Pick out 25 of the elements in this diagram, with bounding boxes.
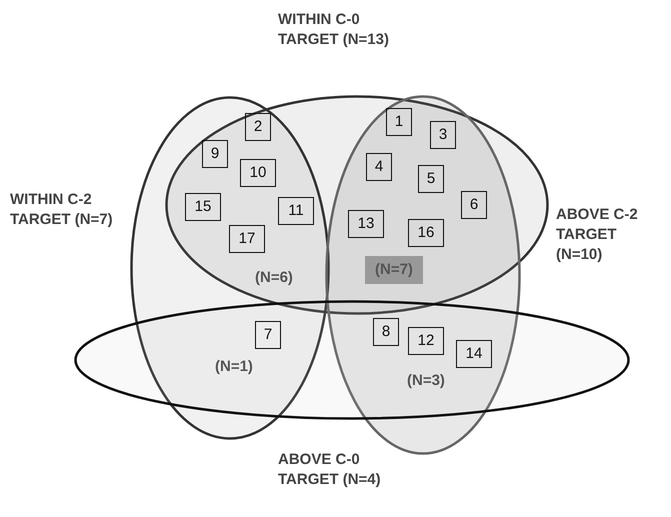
number-box: 2 <box>245 113 271 141</box>
number-box: 15 <box>185 193 221 221</box>
number-box: 4 <box>366 153 392 181</box>
number-box: 6 <box>461 191 487 219</box>
count-label: (N=6) <box>254 268 294 288</box>
set-heading: ABOVE C-0 TARGET (N=4) <box>278 450 382 490</box>
number-box: 9 <box>202 140 228 168</box>
number-box: 5 <box>418 165 444 193</box>
number-box: 7 <box>255 321 281 349</box>
count-label: (N=3) <box>406 371 446 391</box>
count-tag: (N=7) <box>365 256 423 284</box>
number-box: 8 <box>373 318 399 346</box>
set-heading: WITHIN C-0 TARGET (N=13) <box>278 10 390 50</box>
number-box: 17 <box>229 225 265 253</box>
number-box: 16 <box>408 219 444 247</box>
number-box: 3 <box>430 121 456 149</box>
number-box: 12 <box>408 327 444 355</box>
set-heading: ABOVE C-2 TARGET (N=10) <box>556 205 639 265</box>
number-box: 10 <box>240 159 276 187</box>
number-box: 11 <box>278 197 314 225</box>
number-box: 14 <box>456 340 492 368</box>
number-box: 1 <box>386 108 412 136</box>
number-box: 13 <box>348 210 384 238</box>
set-heading: WITHIN C-2 TARGET (N=7) <box>10 190 114 230</box>
count-label: (N=1) <box>214 357 254 377</box>
